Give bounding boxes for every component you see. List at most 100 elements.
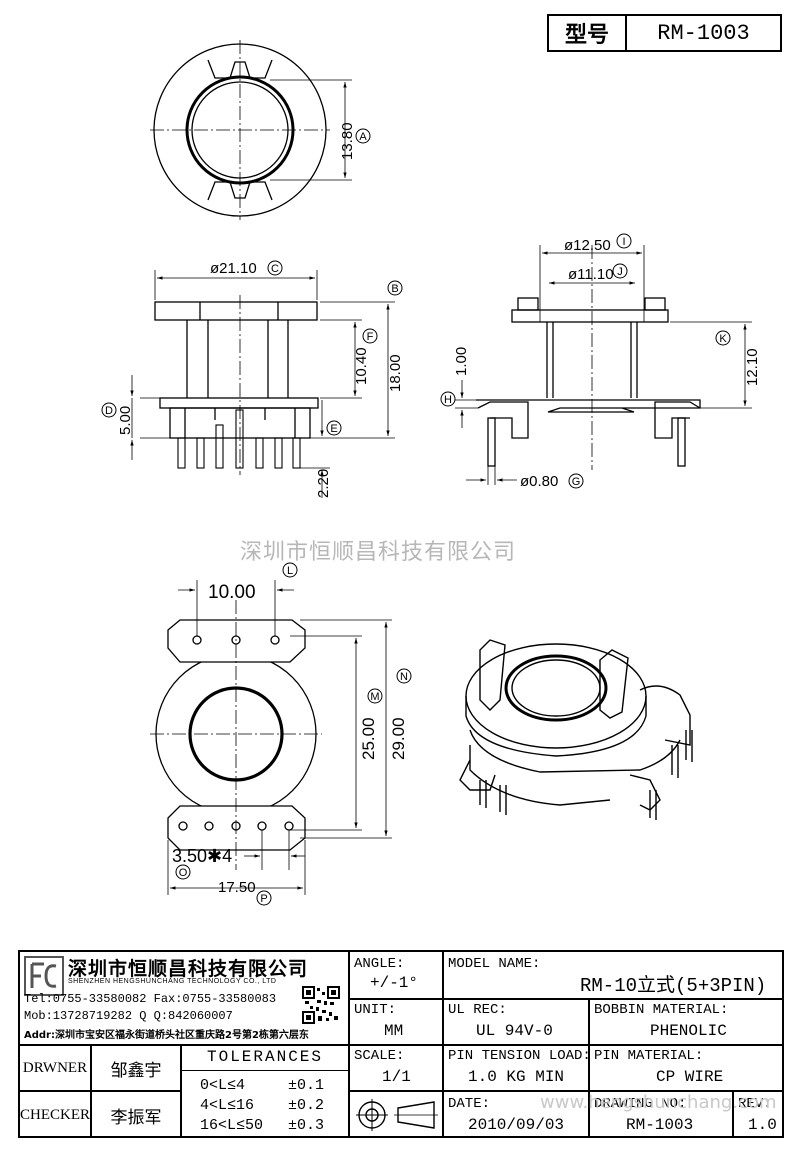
company-address: Addr:深圳市宝安区福永街道桥头社区重庆路2号第2栋第六层东 [24, 1030, 309, 1041]
marker-o: O [175, 864, 191, 880]
ul-rec-label: UL REC: [448, 1002, 507, 1018]
bottom-view [150, 580, 392, 895]
company-logo [24, 956, 64, 996]
drawing-no-value: RM-1003 [626, 1116, 694, 1134]
dim-1-00: 1.00 [453, 347, 470, 376]
company-mob: Mob:13728719282 Q Q:842060007 [24, 1009, 233, 1023]
svg-text:D: D [105, 405, 113, 417]
svg-text:N: N [400, 671, 408, 683]
scale-label: SCALE: [354, 1048, 405, 1064]
dim-29-00: 29.00 [389, 717, 408, 760]
unit-value: MM [384, 1022, 404, 1040]
drwner-value: 邹鑫宇 [110, 1060, 162, 1081]
dim-18-00: 18.00 [387, 354, 404, 392]
checker-label: CHECKER [20, 1106, 91, 1123]
svg-text:P: P [260, 893, 267, 905]
dim-25-00: 25.00 [359, 717, 378, 760]
angle-label: ANGLE: [354, 956, 405, 972]
dim-10-40: 10.40 [353, 347, 370, 385]
marker-c: C [267, 260, 283, 276]
svg-text:E: E [330, 423, 337, 435]
svg-text:G: G [572, 476, 581, 488]
marker-i: I [616, 233, 632, 249]
dim-0-80: ø0.80 [520, 473, 558, 490]
dim-5-00: 5.00 [117, 406, 134, 435]
marker-b: B [387, 280, 403, 296]
svg-text:C: C [271, 263, 279, 275]
marker-h: H [440, 391, 456, 407]
company-name: 深圳市恒顺昌科技有限公司 [68, 958, 309, 980]
bobbin-material-label: BOBBIN MATERIAL: [594, 1002, 729, 1018]
bobbin-material-value: PHENOLIC [650, 1022, 727, 1040]
marker-p: P [256, 890, 272, 906]
pin-tension-value: 1.0 KG MIN [468, 1068, 565, 1086]
tol-range-2: 4<L≤16 [200, 1097, 255, 1114]
marker-f: F [362, 328, 378, 344]
rev-value: 1.0 [748, 1116, 777, 1134]
model-value: RM-1003 [657, 20, 750, 46]
dim-10-00: 10.00 [208, 582, 256, 603]
checker-value: 李振军 [110, 1107, 162, 1128]
marker-l: L [282, 562, 298, 578]
company-name-en: SHENZHEN HENGSHUNCHANG TECHNOLOGY CO., L… [68, 978, 277, 985]
marker-a: A [355, 128, 371, 144]
svg-text:I: I [622, 236, 625, 248]
tol-value-1: ±0.1 [288, 1077, 325, 1094]
rev-label: REV: [738, 1096, 772, 1112]
dim-11-10: ø11.10 [568, 266, 614, 283]
watermark-url: www.hengshunchang.com [540, 1092, 777, 1113]
unit-label: UNIT: [354, 1002, 397, 1018]
svg-text:K: K [719, 333, 727, 345]
projection-symbol-icon [354, 1096, 440, 1134]
model-name-value: RM-10立式(5+3PIN) [580, 975, 767, 997]
svg-text:B: B [391, 283, 398, 295]
svg-text:M: M [370, 691, 379, 703]
svg-text:A: A [359, 131, 367, 143]
drwner-label: DRWNER [22, 1059, 88, 1076]
top-view [150, 40, 352, 220]
dim-17-50: 17.50 [218, 879, 256, 896]
angle-value: +/-1° [370, 974, 419, 992]
tol-range-3: 16<L≤50 [200, 1117, 264, 1134]
svg-text:J: J [617, 266, 623, 278]
watermark-company: 深圳市恒顺昌科技有限公司 [240, 540, 517, 565]
pin-tension-label: PIN TENSION LOAD: [448, 1048, 591, 1064]
tol-value-2: ±0.2 [288, 1097, 325, 1114]
side-view [455, 245, 752, 485]
model-title-box: 型号 RM-1003 [547, 14, 782, 52]
scale-value: 1/1 [382, 1068, 411, 1086]
dim-2-20: 2.20 [315, 469, 332, 498]
dim-21-10: ø21.10 [210, 260, 257, 277]
marker-g: G [568, 473, 584, 489]
title-block-table: 深圳市恒顺昌科技有限公司 SHENZHEN HENGSHUNCHANG TECH… [18, 950, 784, 1138]
technical-drawing: 13.80 ø21.10 10.40 18.00 5.00 2.20 ø12.5… [101, 40, 761, 906]
dim-12-50: ø12.50 [564, 237, 611, 254]
tol-value-3: ±0.3 [288, 1117, 325, 1134]
svg-text:F: F [367, 331, 374, 343]
model-name-label: MODEL NAME: [448, 956, 541, 972]
dim-3-50x4: 3.50✱4 [172, 846, 232, 866]
drawing-no-label: DRAWING NO: [594, 1096, 687, 1112]
ul-rec-value: UL 94V-0 [476, 1022, 553, 1040]
isometric-view [459, 639, 693, 820]
svg-text:H: H [444, 394, 452, 406]
marker-k: K [715, 330, 731, 346]
svg-text:O: O [179, 867, 188, 879]
marker-d: D [101, 402, 117, 418]
tol-range-1: 0<L≤4 [200, 1077, 246, 1094]
pin-material-value: CP WIRE [656, 1068, 724, 1086]
tolerances-label: TOLERANCES [206, 1048, 323, 1066]
date-label: DATE: [448, 1096, 491, 1112]
dim-13-80: 13.80 [339, 122, 356, 160]
marker-j: J [612, 263, 628, 279]
company-tel: Tel:0755-33580082 Fax:0755-33580083 [24, 992, 277, 1006]
marker-e: E [326, 420, 342, 436]
qr-code [302, 986, 340, 1024]
dim-12-10: 12.10 [744, 348, 761, 386]
marker-m: M [367, 688, 383, 704]
pin-material-label: PIN MATERIAL: [594, 1048, 704, 1064]
model-label: 型号 [549, 16, 627, 50]
date-value: 2010/09/03 [468, 1116, 565, 1134]
svg-text:L: L [287, 565, 293, 577]
front-view [130, 270, 395, 498]
